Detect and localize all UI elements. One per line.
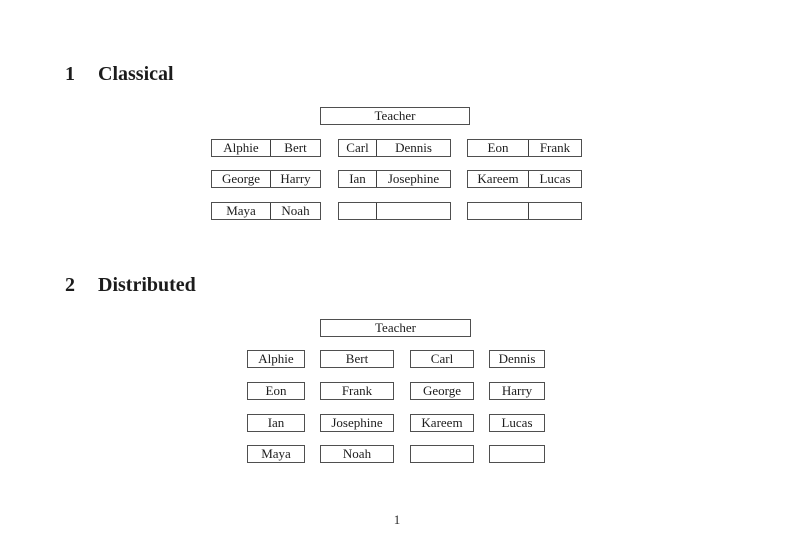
section-number: 2 [65,274,75,296]
section-heading-distributed: 2 Distributed [65,274,196,297]
seat [468,203,529,219]
section-heading-classical: 1 Classical [65,63,174,86]
section-title: Classical [98,63,174,85]
desk: Carl Dennis [338,139,451,157]
seat: George [212,171,271,187]
seat: Maya [212,203,271,219]
seat-box: Ian [247,414,305,432]
seat-box: Lucas [489,414,545,432]
seat-box: Alphie [247,350,305,368]
seat-box: Dennis [489,350,545,368]
desk: Eon Frank [467,139,582,157]
seat-box: Carl [410,350,474,368]
desk: Kareem Lucas [467,170,582,188]
teacher-box: Teacher [320,107,470,125]
desk: Maya Noah [211,202,321,220]
desk: George Harry [211,170,321,188]
seat-box [489,445,545,463]
seat-box: Frank [320,382,394,400]
seat: Harry [280,171,311,186]
seat: Eon [468,140,529,156]
seat: Ian [339,171,377,187]
section-title: Distributed [98,274,196,296]
desk [467,202,582,220]
seat-box [410,445,474,463]
seat [377,203,450,219]
seat-box: Noah [320,445,394,463]
seat: Josephine [387,171,440,186]
teacher-label: Teacher [375,320,416,335]
seat-box: Harry [489,382,545,400]
teacher-box: Teacher [320,319,471,337]
seat: Bert [284,140,307,155]
teacher-label: Teacher [374,108,416,123]
section-number: 1 [65,63,75,85]
page-number: 1 [393,512,401,527]
seat: Frank [539,140,571,155]
seat: Alphie [212,140,271,156]
seat: Carl [339,140,377,156]
seat [529,203,581,219]
seat [339,203,377,219]
seat-box: Kareem [410,414,474,432]
seat-box: Maya [247,445,305,463]
seat-box: Josephine [320,414,394,432]
seat: Lucas [539,171,571,186]
seat-box: Eon [247,382,305,400]
seat-box: George [410,382,474,400]
seat: Kareem [468,171,529,187]
desk: Ian Josephine [338,170,451,188]
seat: Noah [281,203,310,218]
desk [338,202,451,220]
desk: Alphie Bert [211,139,321,157]
seat: Dennis [395,140,432,155]
seat-box: Bert [320,350,394,368]
